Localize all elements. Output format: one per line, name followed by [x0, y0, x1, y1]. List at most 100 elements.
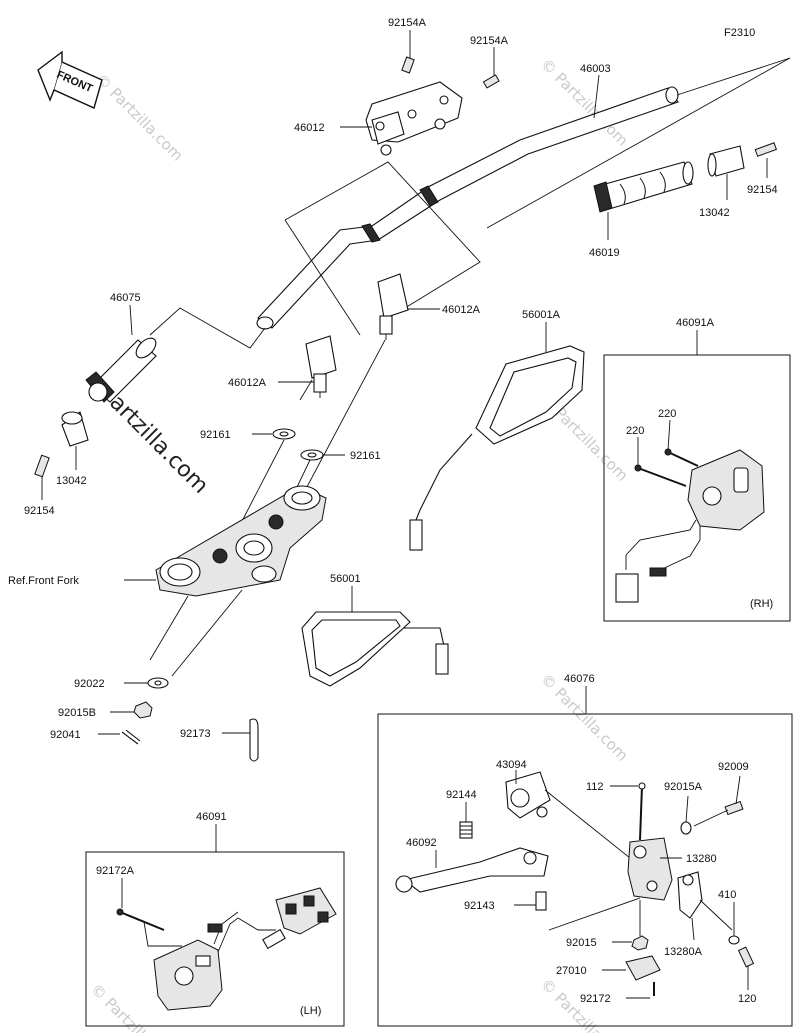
leader	[676, 57, 791, 96]
callout: 220	[626, 425, 644, 437]
lh-switch-box	[85, 851, 345, 1027]
callout: 46076	[564, 673, 595, 685]
washer-icon	[147, 677, 169, 689]
bar-end-icon	[61, 411, 89, 447]
callout: 46003	[580, 63, 611, 75]
rh-tag: (RH)	[750, 598, 773, 610]
callout: 46012A	[442, 304, 481, 316]
callout: 92154A	[470, 35, 509, 47]
leader	[486, 57, 791, 229]
callout: 92015B	[58, 707, 96, 719]
callout: 92009	[718, 761, 749, 773]
callout: 92172	[580, 993, 611, 1005]
callout: 13042	[699, 207, 730, 219]
callout: 92173	[180, 728, 211, 740]
leader	[685, 795, 689, 823]
callout: 56001	[330, 573, 361, 585]
leader	[149, 595, 189, 661]
watermark: © Partzilla.com	[92, 70, 187, 165]
leader	[299, 379, 313, 401]
nut-icon	[133, 701, 153, 719]
leader	[667, 419, 671, 451]
leader	[544, 789, 646, 871]
mirror-icon	[409, 345, 585, 551]
bolt-icon	[34, 454, 50, 478]
leader	[299, 339, 386, 501]
grip-icon	[85, 337, 157, 403]
callout: 56001A	[522, 309, 561, 321]
callout: 92041	[50, 729, 81, 741]
callout: 46012A	[228, 377, 267, 389]
washer-icon	[272, 428, 324, 461]
callout: 46091	[196, 811, 227, 823]
callout: 410	[718, 889, 736, 901]
collar-icon	[535, 891, 547, 911]
callout: 92015A	[664, 781, 703, 793]
handlebar-holder-icon	[365, 81, 463, 156]
lh-tag: (LH)	[300, 1005, 321, 1017]
screw-icon	[116, 908, 165, 931]
clip-icon	[249, 718, 259, 762]
callout: 92161	[350, 450, 381, 462]
bolt-icon	[401, 56, 500, 89]
ref-label: Ref.Front Fork	[8, 575, 79, 587]
mirror-icon	[301, 611, 449, 687]
callout: 13042	[56, 475, 87, 487]
leader	[548, 897, 641, 931]
front-arrow-icon: FRONT	[37, 50, 103, 109]
leader	[149, 307, 266, 349]
callout: 46091A	[676, 317, 715, 329]
nut-icon	[631, 935, 649, 951]
grip-icon	[593, 161, 694, 213]
callout: 92154	[24, 505, 55, 517]
figure-code: F2310	[724, 27, 755, 39]
watermark-layer: © Partzilla.com © Partzilla.com © Partzi…	[87, 55, 632, 1033]
cotter-pin-icon	[121, 729, 141, 745]
clutch-lever-icon	[395, 847, 549, 893]
lever-bracket-icon	[627, 837, 673, 901]
callout: 92154A	[388, 17, 427, 29]
leader	[239, 439, 285, 526]
bolt-icon	[638, 782, 646, 841]
callout: 220	[658, 408, 676, 420]
callout: 112	[586, 781, 604, 793]
callout-labels: 92154A 92154A 46003 46012 46019 13042 92…	[8, 17, 778, 1017]
screw-icon	[634, 448, 699, 487]
callout: 13280	[686, 853, 717, 865]
callout: 27010	[556, 965, 587, 977]
leader	[129, 304, 133, 336]
bolt-icon	[724, 800, 744, 816]
bolt-icon	[754, 142, 778, 157]
callout: 13280A	[664, 946, 703, 958]
callout: 92022	[74, 678, 105, 690]
leader	[735, 775, 741, 805]
clutch-lever-box	[377, 713, 793, 1027]
callout: 46075	[110, 292, 141, 304]
triple-clamp-icon	[155, 485, 327, 597]
switch-sensor-icon	[625, 955, 661, 981]
lower-holder-icon	[305, 335, 337, 398]
callout: 120	[738, 993, 756, 1005]
callout: 92172A	[96, 865, 135, 877]
callout: 46092	[406, 837, 437, 849]
callout: 46019	[589, 247, 620, 259]
leader	[143, 921, 182, 947]
leader	[593, 74, 600, 119]
callout: 92015	[566, 937, 597, 949]
leader	[693, 809, 729, 827]
callout: 92143	[464, 900, 495, 912]
spring-icon	[459, 821, 473, 839]
callout: 43094	[496, 759, 527, 771]
handlebar-icon	[256, 86, 679, 330]
right-switch-icon	[615, 449, 765, 603]
leader	[691, 917, 695, 941]
callout: 92161	[200, 429, 231, 441]
callout: 46012	[294, 122, 325, 134]
washer-icon	[728, 935, 740, 945]
leader	[284, 219, 361, 336]
washer-icon	[680, 821, 692, 835]
leader	[284, 161, 481, 309]
bar-end-icon	[707, 145, 745, 177]
